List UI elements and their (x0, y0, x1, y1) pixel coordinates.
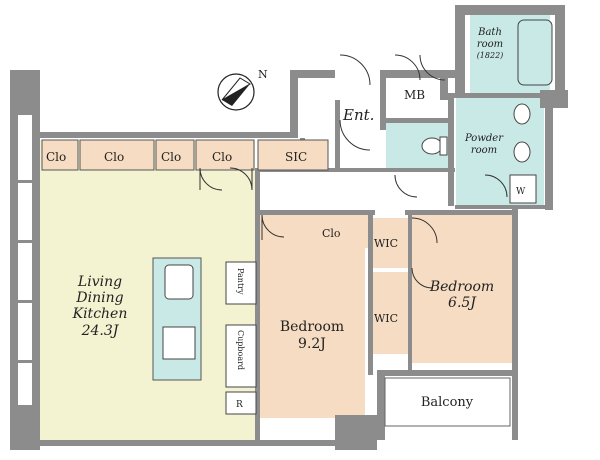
toilet-tank (439, 136, 448, 156)
ldk-size: 24.3J (81, 323, 120, 339)
w-label: W (516, 187, 526, 197)
clo-label-4: Clo (212, 150, 232, 164)
entrance-label: Ent. (342, 106, 374, 124)
clo-label-3: Clo (161, 150, 181, 164)
ldk-line2: Dining (75, 290, 123, 306)
wic-top-label: WIC (374, 237, 398, 250)
sink-2 (513, 141, 531, 163)
wic-top-floor (372, 218, 410, 268)
ldk-line3: Kitchen (72, 306, 128, 322)
compass-icon (217, 73, 255, 111)
ldk-floor (40, 168, 255, 440)
bath-line1: Bath (477, 27, 502, 38)
mb-label: MB (404, 88, 425, 102)
bath-size: (1822) (477, 51, 504, 60)
stove (162, 326, 196, 360)
kitchen-sink (164, 264, 194, 300)
clo-label-1: Clo (46, 150, 66, 164)
clo-label-2: Clo (104, 150, 124, 164)
balcony-floor (384, 377, 511, 427)
bedroom-second-floor (410, 215, 512, 363)
powder-line1: Powder (464, 133, 504, 144)
bath-line2: room (477, 39, 503, 50)
toilet-fixture (421, 137, 443, 155)
washer-box (509, 174, 537, 204)
wic-side-floor (372, 272, 408, 354)
sink-1 (513, 103, 531, 125)
bedroom-main-floor (260, 215, 370, 418)
bathtub (517, 19, 553, 86)
cupboard-box (225, 324, 257, 388)
wic-side-label: WIC (374, 312, 398, 325)
compass-label: N (258, 68, 268, 81)
bedroom-second-name: Bedroom (429, 279, 494, 295)
door-swings (199, 54, 508, 289)
pantry-label: Pantry (236, 268, 245, 295)
bedroom-clo-label: Clo (322, 227, 341, 240)
sic-label: SIC (285, 150, 307, 164)
pantry-box (225, 261, 257, 305)
closet-row (41, 139, 329, 171)
walls (10, 5, 568, 450)
bedroom-main-name: Bedroom (280, 319, 344, 335)
ldk-line1: Living (77, 274, 122, 290)
bedroom-clo-floor (300, 218, 366, 246)
bedroom-main-size: 9.2J (298, 336, 326, 352)
r-box (225, 391, 257, 415)
balcony-label: Balcony (421, 395, 474, 410)
r-label: R (236, 400, 243, 410)
cupboard-label: Cupboard (236, 330, 245, 370)
powder-line2: room (471, 145, 497, 156)
bedroom-second-size: 6.5J (448, 295, 477, 311)
